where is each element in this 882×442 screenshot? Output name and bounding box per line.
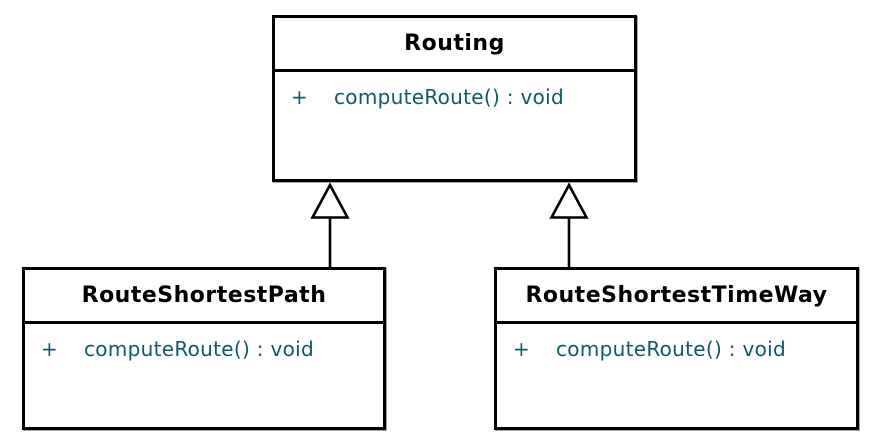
class-box-routing[interactable]: Routing + computeRoute() : void	[272, 15, 637, 182]
hollow-triangle-icon	[549, 182, 589, 219]
method-row: + computeRoute() : void	[291, 85, 634, 109]
visibility-public: +	[41, 337, 59, 361]
method-row: + computeRoute() : void	[41, 337, 383, 361]
visibility-public: +	[513, 337, 531, 361]
hollow-triangle-icon	[310, 182, 350, 219]
class-members: + computeRoute() : void	[25, 324, 383, 361]
class-members: + computeRoute() : void	[497, 324, 856, 361]
class-name: RouteShortestTimeWay	[497, 270, 856, 324]
class-name: RouteShortestPath	[25, 270, 383, 324]
method-signature: computeRoute() : void	[334, 85, 564, 109]
class-box-route-shortest-path[interactable]: RouteShortestPath + computeRoute() : voi…	[22, 267, 386, 430]
class-box-route-shortest-time-way[interactable]: RouteShortestTimeWay + computeRoute() : …	[494, 267, 859, 430]
method-signature: computeRoute() : void	[556, 337, 786, 361]
visibility-public: +	[291, 85, 309, 109]
method-signature: computeRoute() : void	[84, 337, 314, 361]
generalization-arrow-right[interactable]	[549, 182, 589, 270]
class-members: + computeRoute() : void	[275, 72, 634, 109]
method-row: + computeRoute() : void	[513, 337, 856, 361]
generalization-arrow-left[interactable]	[310, 182, 350, 270]
class-name: Routing	[275, 18, 634, 72]
